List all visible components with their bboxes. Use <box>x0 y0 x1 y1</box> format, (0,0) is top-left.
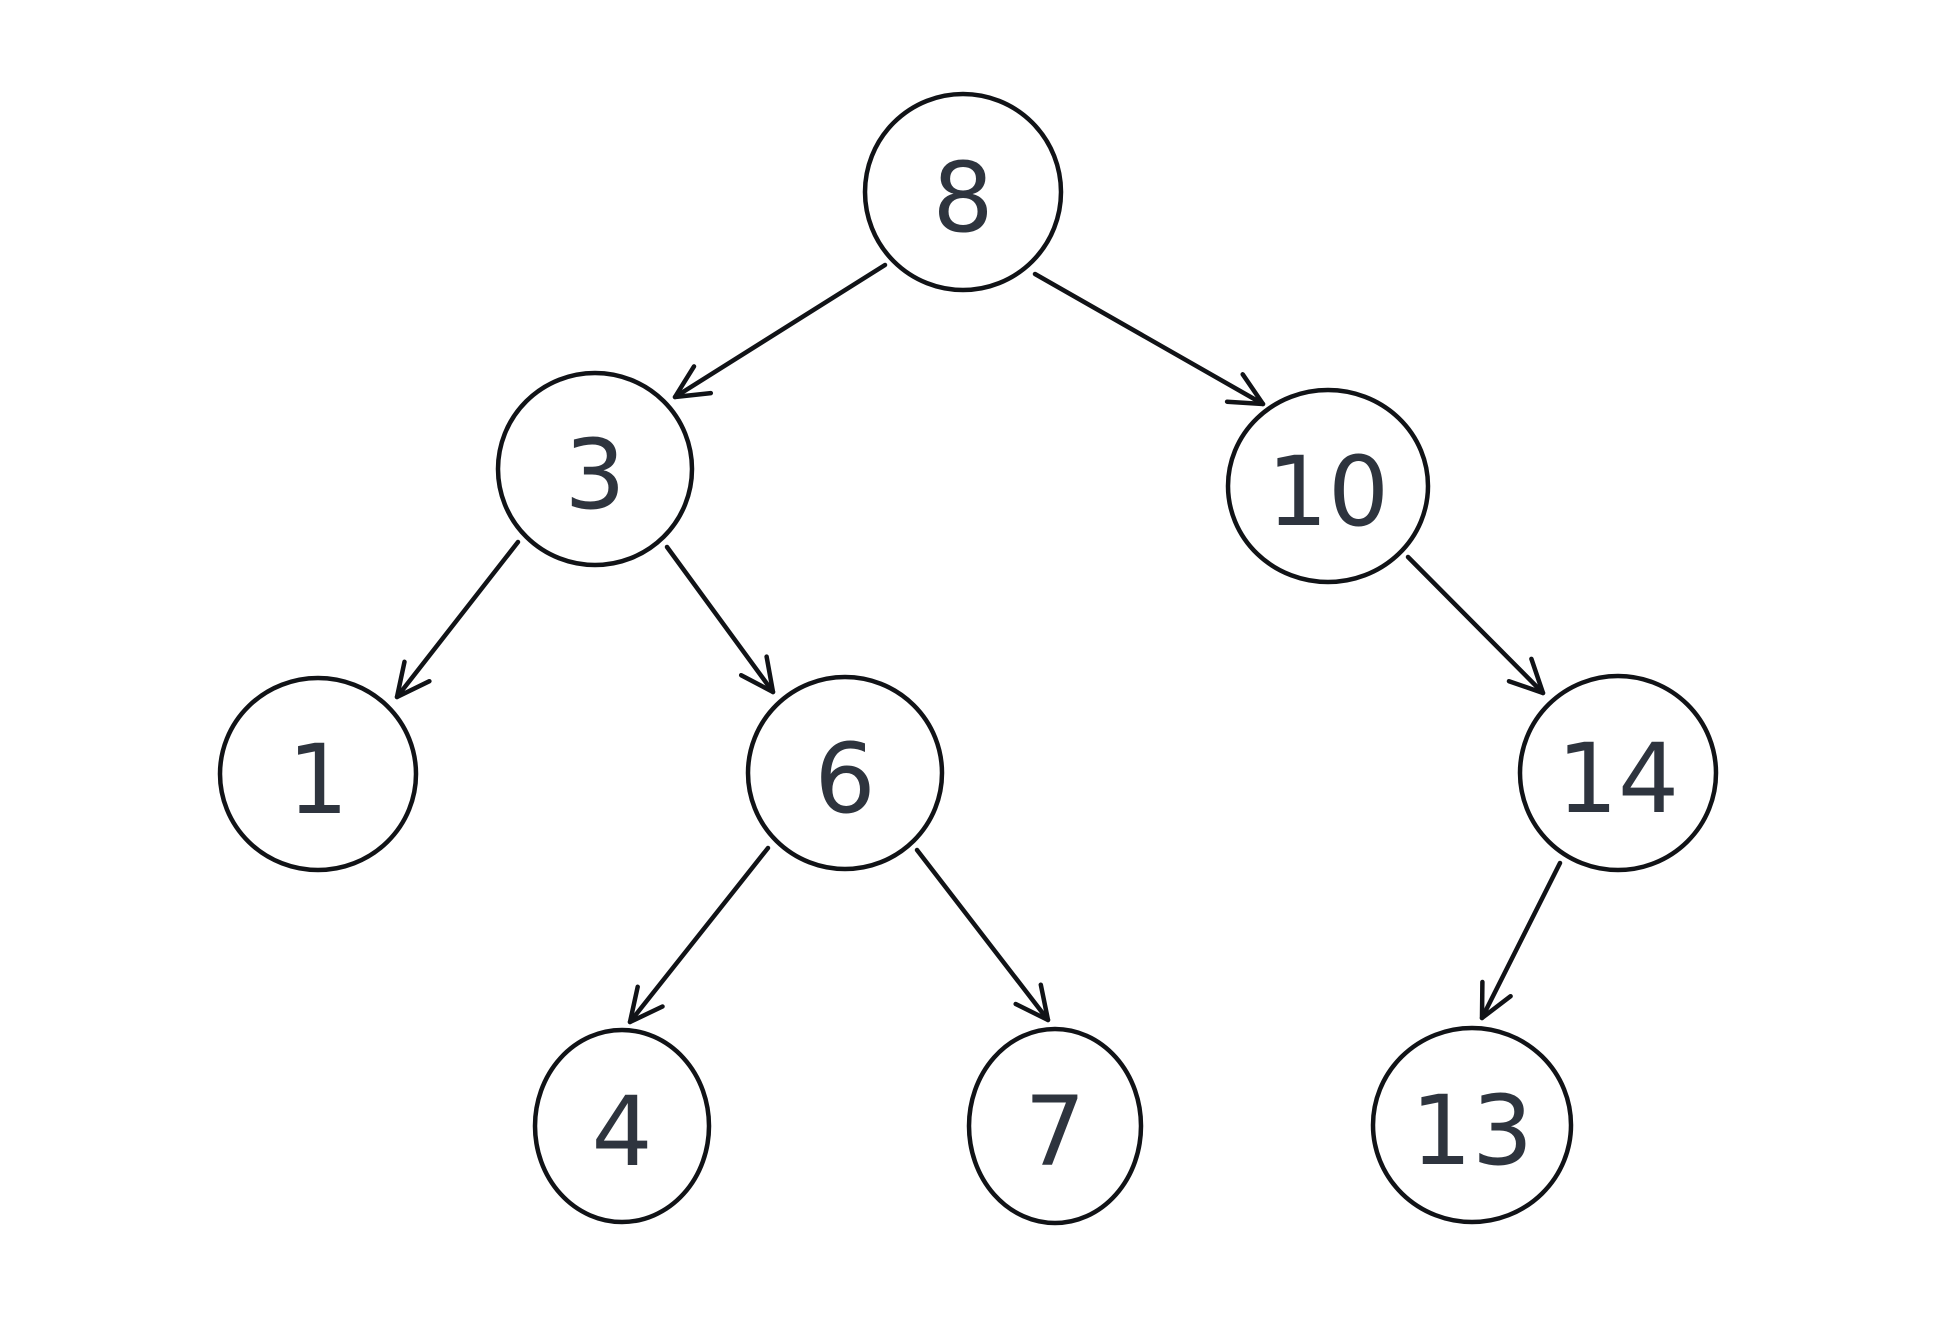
node-label: 4 <box>591 1076 652 1188</box>
edge-line <box>664 544 776 695</box>
node-circle <box>532 1027 712 1225</box>
edge-line <box>914 847 1051 1023</box>
arrowhead-icon <box>627 984 665 1025</box>
arrowhead-icon <box>1224 372 1266 407</box>
node-label: 13 <box>1411 1075 1533 1187</box>
tree-edge-6-4 <box>627 845 771 1025</box>
tree-node-1: 1 <box>217 675 419 873</box>
node-circle <box>966 1026 1144 1226</box>
tree-node-13: 13 <box>1370 1025 1574 1225</box>
node-circle <box>1370 1025 1574 1225</box>
edge-line <box>1479 860 1563 1021</box>
tree-node-3: 3 <box>495 370 695 568</box>
tree-edge-3-1 <box>394 539 521 700</box>
node-label: 8 <box>932 142 993 254</box>
edge-line <box>627 845 771 1025</box>
tree-edge-6-7 <box>914 847 1051 1023</box>
arrowhead-icon <box>394 659 432 700</box>
tree-node-6: 6 <box>745 674 945 872</box>
node-label: 3 <box>564 419 625 531</box>
node-circle <box>862 91 1064 293</box>
node-circle <box>495 370 695 568</box>
tree-node-4: 4 <box>532 1027 712 1225</box>
tree-edge-8-10 <box>1032 271 1266 407</box>
edge-line <box>672 262 888 400</box>
tree-node-14: 14 <box>1517 673 1719 873</box>
node-circle <box>217 675 419 873</box>
node-label: 10 <box>1267 436 1389 548</box>
arrowhead-icon <box>738 654 776 695</box>
node-label: 1 <box>287 724 348 836</box>
tree-edge-14-13 <box>1479 860 1563 1021</box>
node-label: 7 <box>1024 1076 1085 1188</box>
arrowhead-icon <box>672 364 714 400</box>
tree-node-7: 7 <box>966 1026 1144 1226</box>
tree-node-10: 10 <box>1225 387 1431 585</box>
edge-line <box>1405 554 1546 696</box>
arrowhead-icon <box>1479 979 1513 1021</box>
node-label: 14 <box>1557 723 1679 835</box>
tree-node-8: 8 <box>862 91 1064 293</box>
node-circle <box>1517 673 1719 873</box>
node-label: 6 <box>814 723 875 835</box>
edge-line <box>1032 271 1266 407</box>
arrowhead-icon <box>1013 982 1051 1023</box>
tree-edge-10-14 <box>1405 554 1546 696</box>
node-circle <box>1225 387 1431 585</box>
tree-edge-3-6 <box>664 544 776 695</box>
edge-line <box>394 539 521 700</box>
arrowhead-icon <box>1506 656 1546 696</box>
node-circle <box>745 674 945 872</box>
tree-edge-8-3 <box>672 262 888 400</box>
